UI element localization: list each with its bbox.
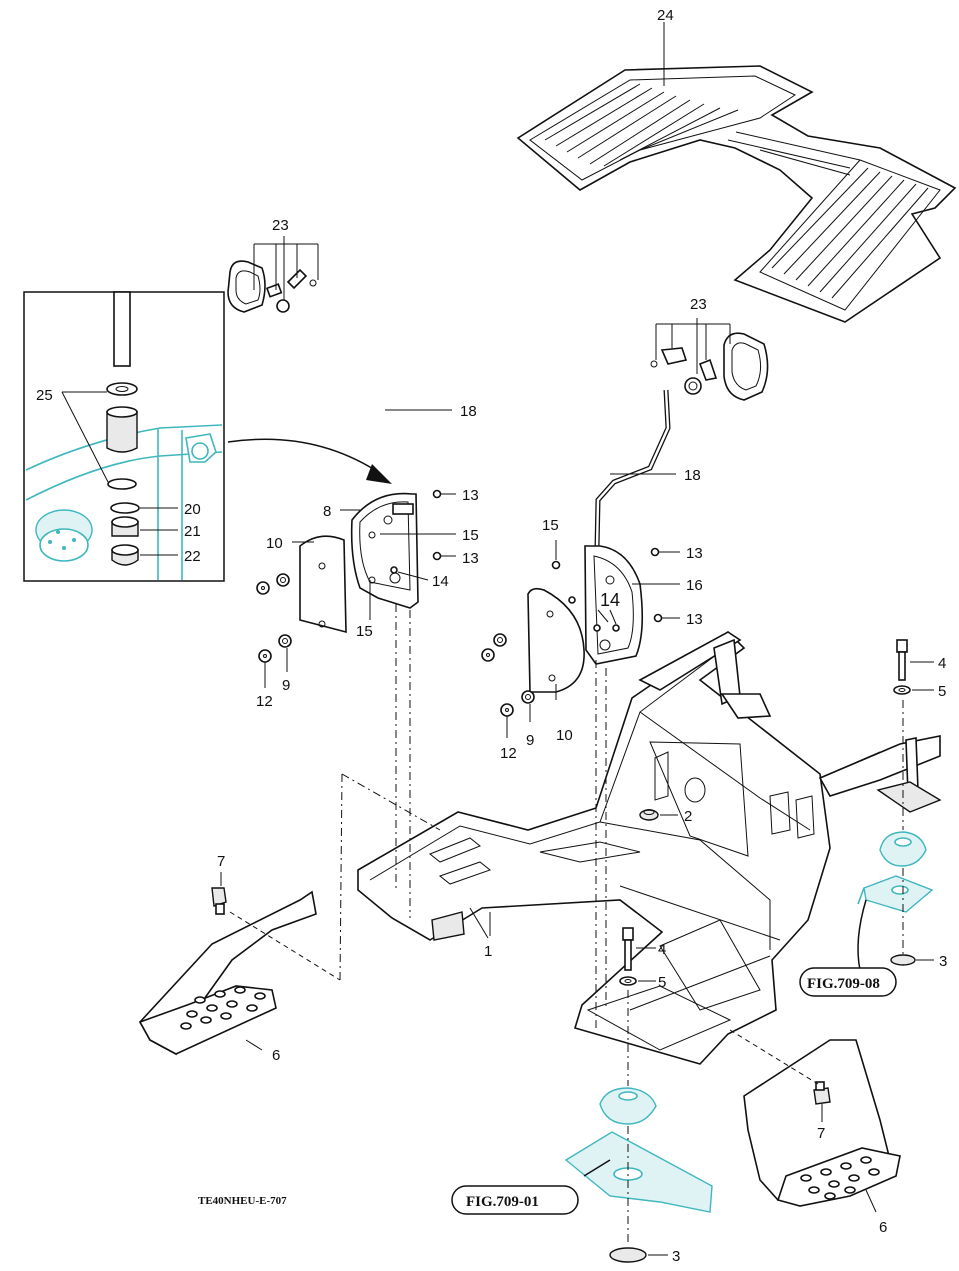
svg-text:9: 9 xyxy=(282,677,290,694)
svg-text:15: 15 xyxy=(356,623,373,640)
right-mount-fig-709-08 xyxy=(799,700,934,997)
floor-mat-part-24 xyxy=(516,22,957,323)
bolts-and-washers xyxy=(619,639,934,986)
svg-text:16: 16 xyxy=(686,577,703,594)
svg-text:1: 1 xyxy=(484,943,492,960)
svg-text:7: 7 xyxy=(217,853,225,870)
svg-text:25: 25 xyxy=(36,387,53,404)
svg-text:13: 13 xyxy=(686,611,703,628)
svg-text:23: 23 xyxy=(272,217,289,234)
svg-text:20: 20 xyxy=(184,501,201,518)
svg-text:21: 21 xyxy=(184,523,201,540)
svg-text:10: 10 xyxy=(556,727,573,744)
svg-text:8: 8 xyxy=(323,503,331,520)
detail-inset xyxy=(23,291,392,582)
svg-text:2: 2 xyxy=(684,808,692,825)
left-mirror-assembly xyxy=(227,236,452,495)
svg-text:6: 6 xyxy=(879,1219,887,1236)
svg-text:15: 15 xyxy=(542,517,559,534)
assembly-lines xyxy=(339,604,607,1030)
svg-text:7: 7 xyxy=(817,1125,825,1142)
svg-text:3: 3 xyxy=(672,1248,680,1265)
svg-text:12: 12 xyxy=(256,693,273,710)
svg-text:10: 10 xyxy=(266,535,283,552)
svg-text:18: 18 xyxy=(460,403,477,420)
svg-text:FIG.709-01: FIG.709-01 xyxy=(466,1194,539,1210)
svg-text:14: 14 xyxy=(600,590,620,610)
svg-text:18: 18 xyxy=(684,467,701,484)
right-bracket-assembly xyxy=(481,540,680,738)
left-bracket-assembly xyxy=(256,489,456,688)
right-step-part-6 xyxy=(729,1029,901,1213)
svg-text:13: 13 xyxy=(462,550,479,567)
svg-text:4: 4 xyxy=(938,655,946,672)
left-step-part-6 xyxy=(138,872,341,1056)
svg-text:15: 15 xyxy=(462,527,479,544)
svg-text:4: 4 xyxy=(658,941,666,958)
bottom-mount-fig-709-01 xyxy=(451,990,713,1263)
svg-text:9: 9 xyxy=(526,732,534,749)
svg-text:FIG.709-08: FIG.709-08 xyxy=(807,976,880,992)
svg-text:13: 13 xyxy=(462,487,479,504)
labels: 24 23 23 18 18 13 13 13 13 8 15 15 15 10… xyxy=(36,7,947,1265)
svg-text:12: 12 xyxy=(500,745,517,762)
svg-text:6: 6 xyxy=(272,1047,280,1064)
svg-text:3: 3 xyxy=(939,953,947,970)
svg-text:14: 14 xyxy=(432,573,449,590)
svg-text:5: 5 xyxy=(938,683,946,700)
svg-text:22: 22 xyxy=(184,548,201,565)
svg-text:13: 13 xyxy=(686,545,703,562)
svg-text:TE40NHEU-E-707: TE40NHEU-E-707 xyxy=(198,1195,287,1207)
svg-text:23: 23 xyxy=(690,296,707,313)
right-mirror-assembly xyxy=(594,318,769,549)
svg-text:5: 5 xyxy=(658,974,666,991)
floor-plate-part-1 xyxy=(357,630,942,1065)
svg-text:24: 24 xyxy=(657,7,674,24)
